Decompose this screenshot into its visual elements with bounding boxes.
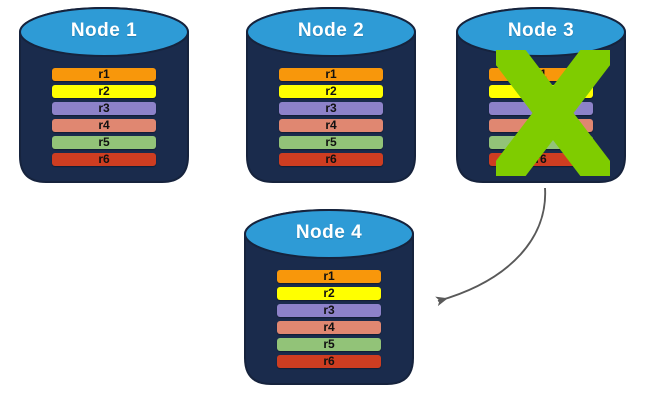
node-4-row-r2[interactable]: r2 [277, 287, 381, 300]
node-3-row-r1[interactable]: r1 [489, 68, 593, 81]
node-1-row-r5[interactable]: r5 [52, 136, 156, 149]
arrow-curve [435, 187, 546, 307]
node-2-row-r1[interactable]: r1 [279, 68, 383, 81]
node-2-rows: r1 r2 r3 r4 r5 r6 [245, 68, 417, 166]
node-2-row-r3[interactable]: r3 [279, 102, 383, 115]
node-4-row-r4[interactable]: r4 [277, 321, 381, 334]
node-1-row-r4[interactable]: r4 [52, 119, 156, 132]
node-3-row-r6[interactable]: r6 [489, 153, 593, 166]
node-1-row-r3[interactable]: r3 [52, 102, 156, 115]
node-3-row-r3[interactable]: r3 [489, 102, 593, 115]
cylinder-top-ellipse [19, 7, 189, 57]
cylinder-top-ellipse [456, 7, 626, 57]
node-2-row-r4[interactable]: r4 [279, 119, 383, 132]
node-1-row-r1[interactable]: r1 [52, 68, 156, 81]
node-3-row-r2[interactable]: r2 [489, 85, 593, 98]
node-3-row-r4[interactable]: r4 [489, 119, 593, 132]
cylinder-top-ellipse [246, 7, 416, 57]
node-3-row-r5[interactable]: r5 [489, 136, 593, 149]
node-4-row-r1[interactable]: r1 [277, 270, 381, 283]
node-2-row-r6[interactable]: r6 [279, 153, 383, 166]
node-2-row-r5[interactable]: r5 [279, 136, 383, 149]
node-1-row-r6[interactable]: r6 [52, 153, 156, 166]
node-4-row-r3[interactable]: r3 [277, 304, 381, 317]
node-1-rows: r1 r2 r3 r4 r5 r6 [18, 68, 190, 166]
cylinder-top-ellipse [244, 209, 414, 259]
node-2-row-r2[interactable]: r2 [279, 85, 383, 98]
node-3-rows: r1 r2 r3 r4 r5 r6 [455, 68, 627, 166]
node-4-row-r6[interactable]: r6 [277, 355, 381, 368]
node-4-rows: r1 r2 r3 r4 r5 r6 [243, 270, 415, 368]
node-4-row-r5[interactable]: r5 [277, 338, 381, 351]
node-1-row-r2[interactable]: r2 [52, 85, 156, 98]
